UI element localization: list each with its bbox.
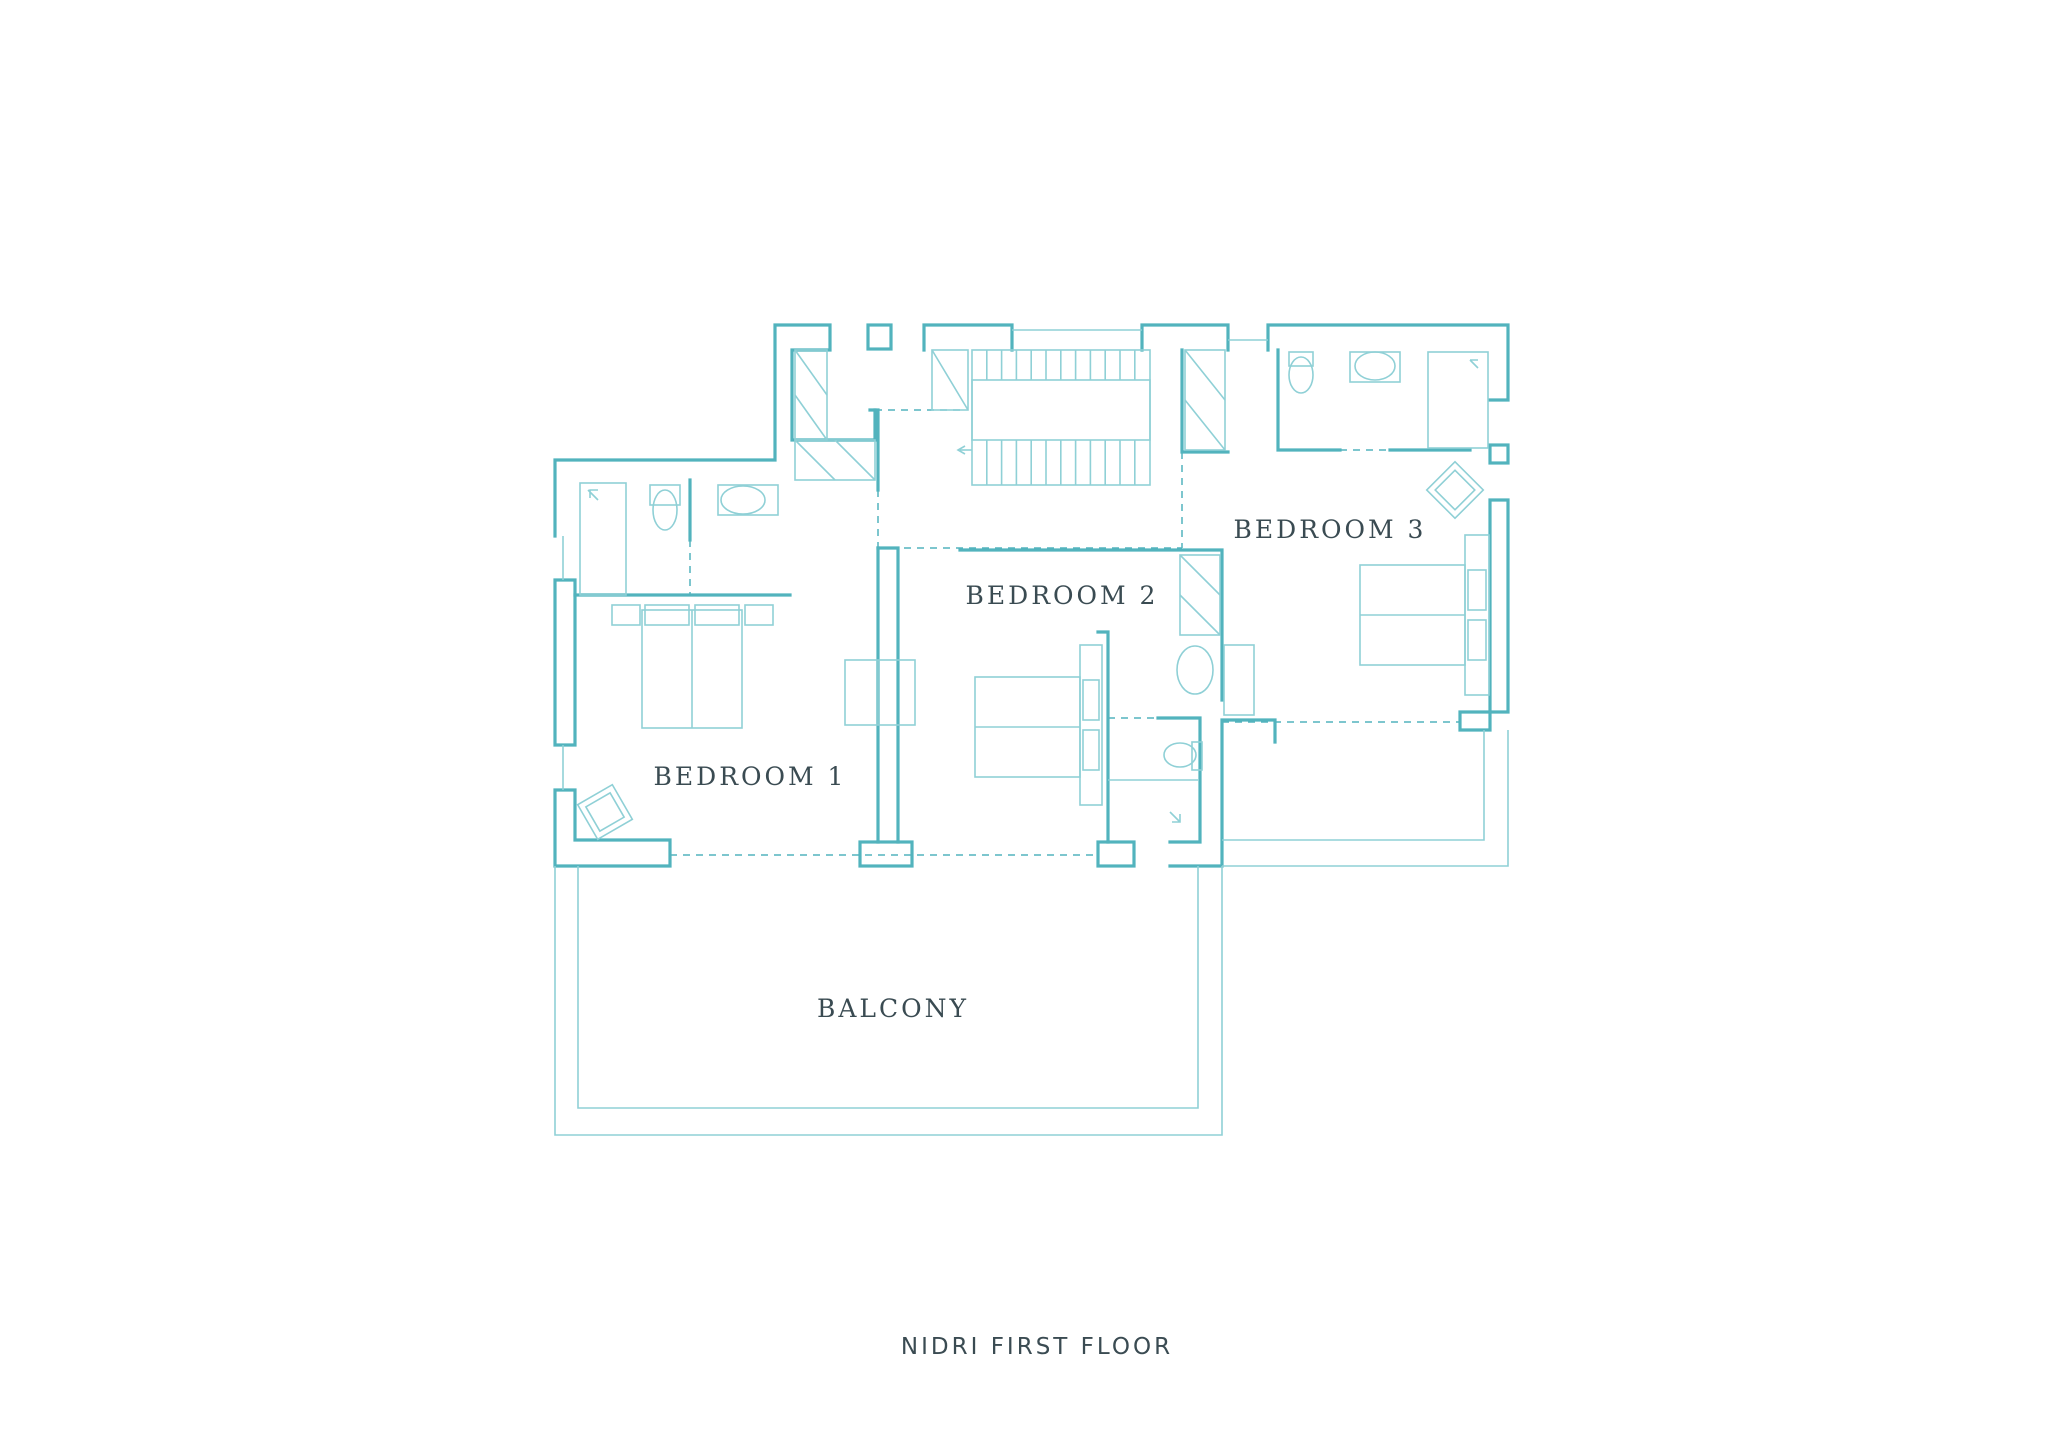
bathroom-fixtures (579, 351, 1489, 823)
furniture (576, 460, 1490, 841)
door-openings (670, 409, 1460, 856)
balcony-outline (554, 866, 1223, 1136)
staircase (956, 349, 1151, 486)
terrace-outline (1222, 730, 1509, 867)
room-label-bedroom-2: BEDROOM 2 (966, 581, 1159, 610)
room-label-bedroom-1: BEDROOM 1 (654, 762, 847, 791)
room-label-balcony: BALCONY (817, 994, 969, 1023)
room-label-bedroom-3: BEDROOM 3 (1234, 515, 1427, 544)
plan-caption: NIDRI FIRST FLOOR (901, 1334, 1173, 1360)
wardrobes (794, 349, 1226, 636)
